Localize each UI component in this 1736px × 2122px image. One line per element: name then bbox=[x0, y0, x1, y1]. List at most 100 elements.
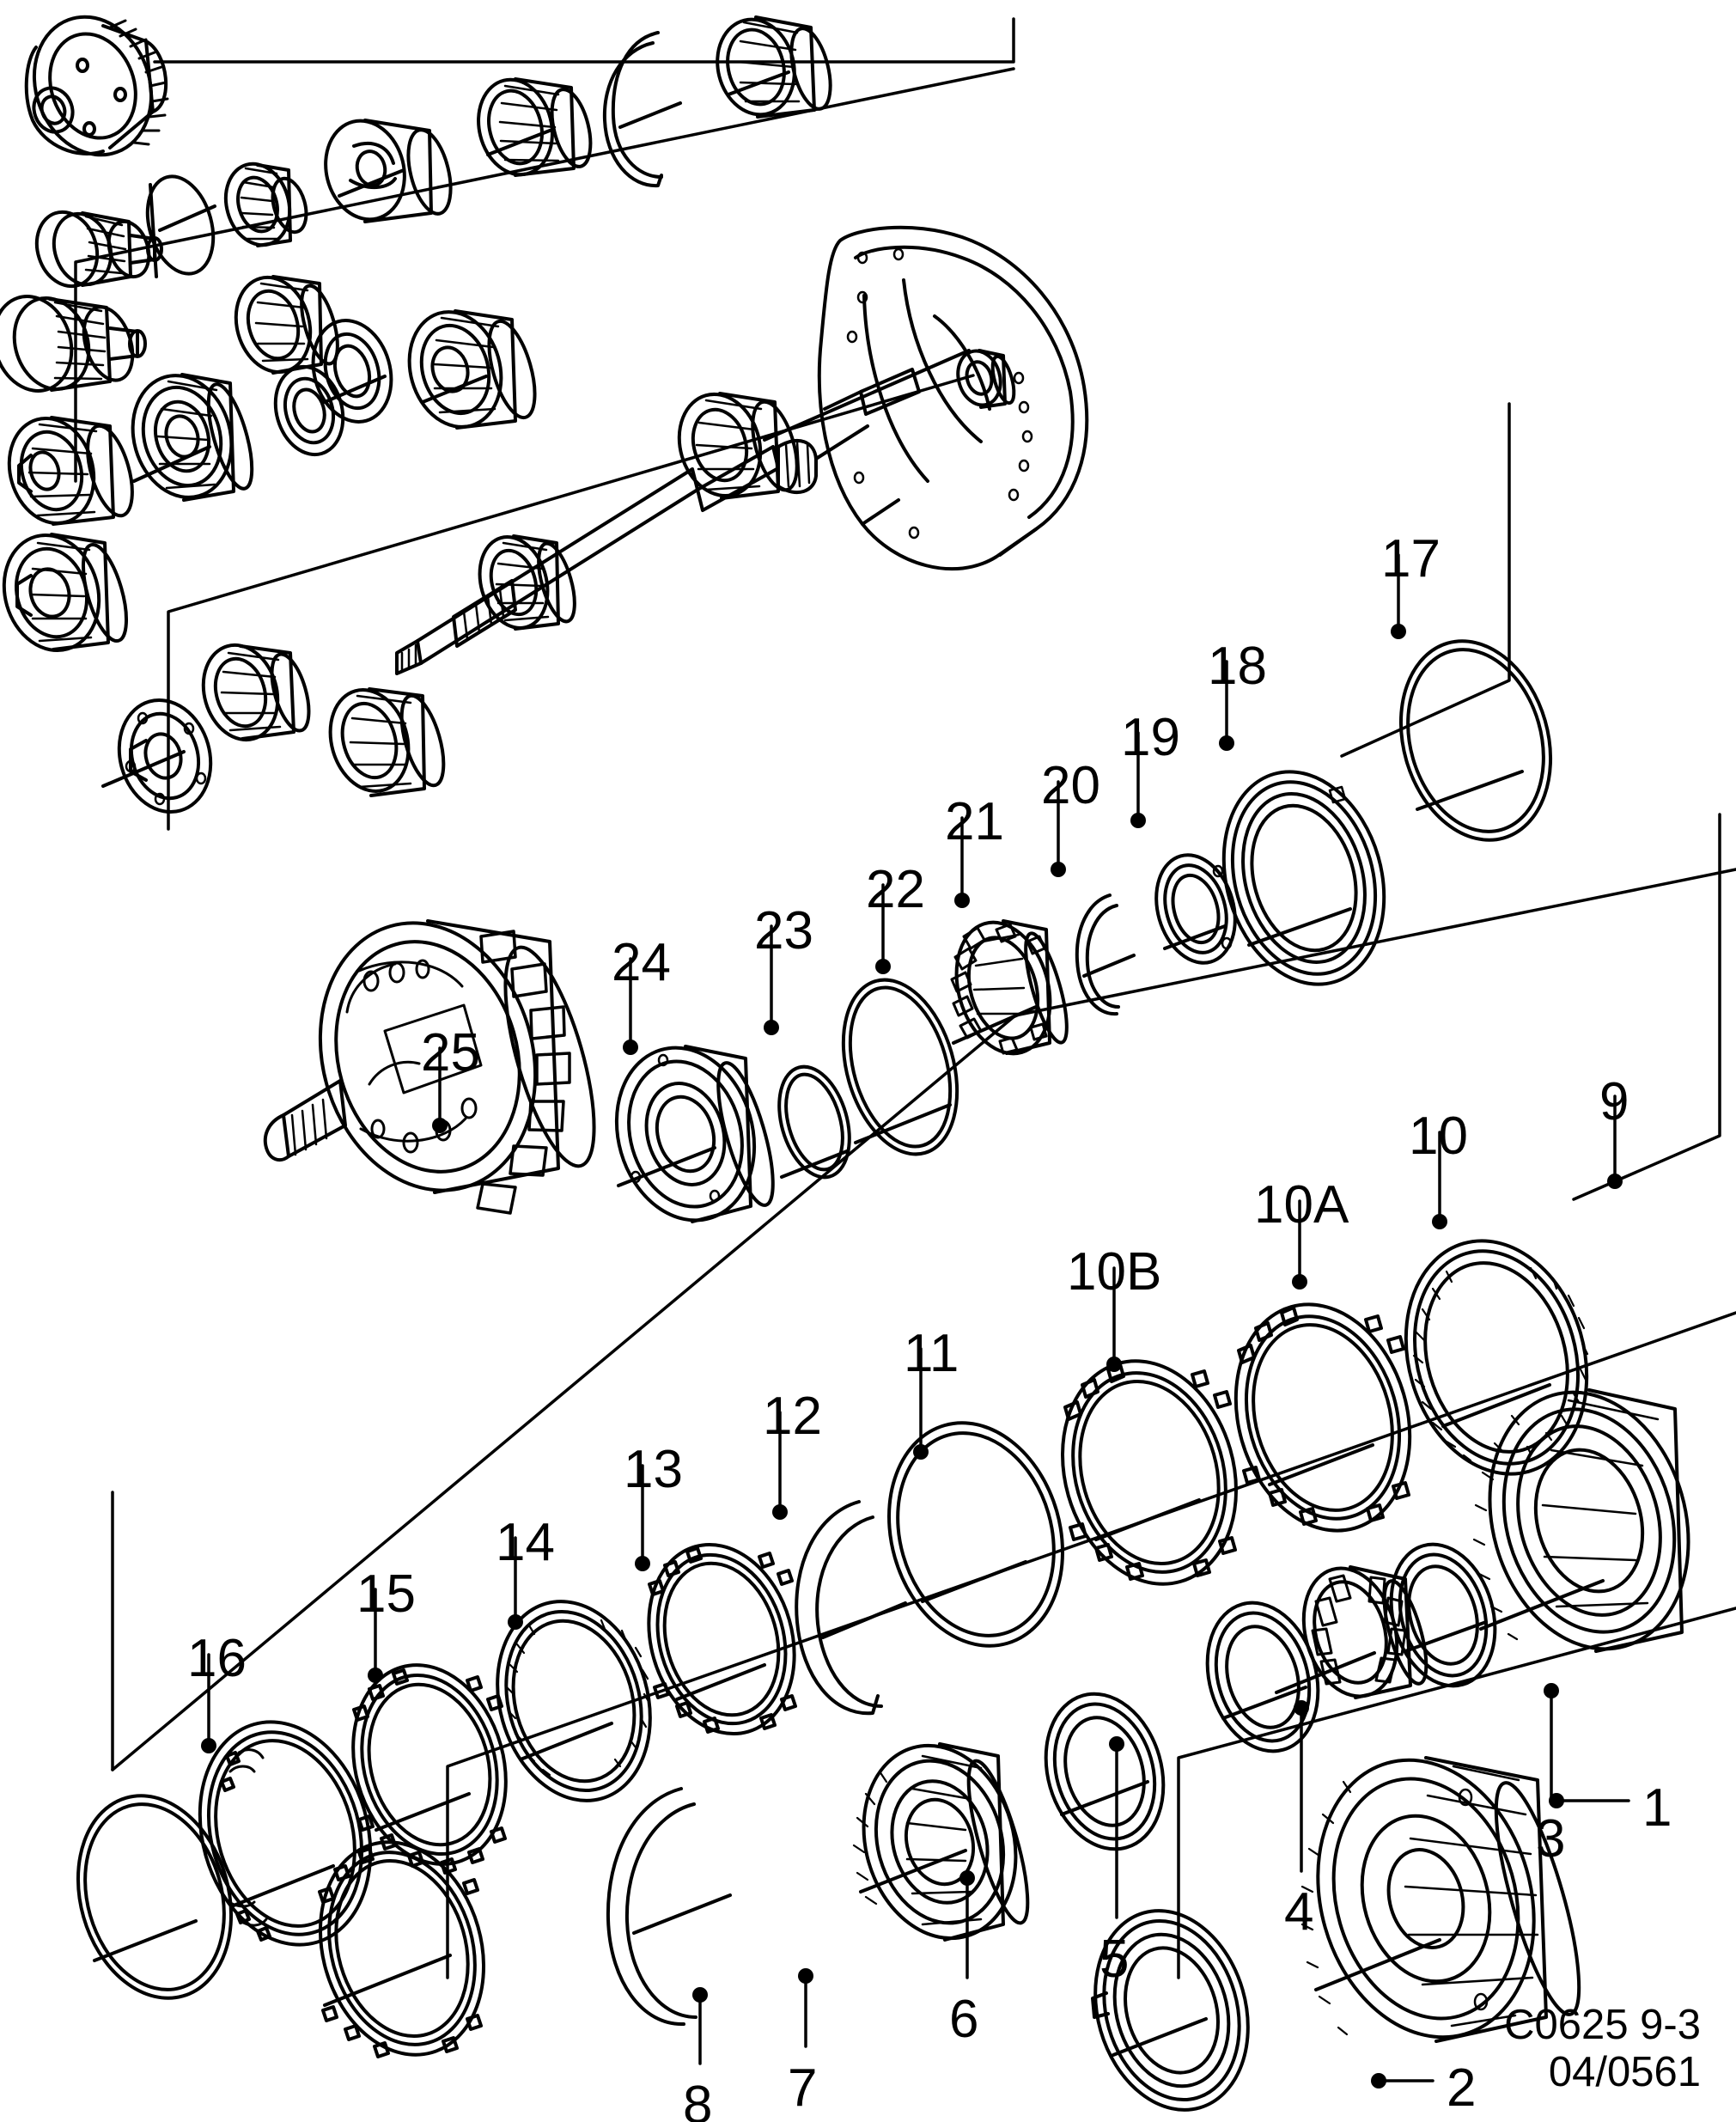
part-ribbed-drum-shaft bbox=[677, 392, 799, 500]
leader-dot-12 bbox=[772, 1504, 788, 1520]
part-24-pump-cover bbox=[614, 1045, 775, 1223]
leader-dot-23 bbox=[764, 1020, 779, 1035]
part-row3-discs bbox=[273, 364, 345, 457]
part-5-thrust-washer bbox=[1044, 1692, 1166, 1851]
part-row2-gears bbox=[234, 275, 537, 430]
callout-1: 1 bbox=[1642, 1778, 1672, 1838]
leader-dot-10 bbox=[1432, 1214, 1447, 1229]
leader-dot-19 bbox=[1130, 813, 1146, 828]
part-10-friction-plate bbox=[1233, 1302, 1412, 1533]
leader-dot-9 bbox=[1607, 1174, 1623, 1189]
part-clutch-housing-25 bbox=[263, 919, 596, 1215]
part-2-thrust-washer bbox=[1091, 1909, 1250, 2112]
callout-2: 2 bbox=[1447, 2058, 1477, 2118]
part-ring-gear-top-right bbox=[716, 15, 832, 119]
diagram-caption: C0625 9-3 04/0561 bbox=[1340, 2002, 1701, 2096]
callout-3: 3 bbox=[1536, 1809, 1566, 1869]
part-splined-hub-top bbox=[223, 162, 308, 247]
part-carrier-with-pins bbox=[101, 698, 213, 814]
part-10B-steel-ring bbox=[887, 1421, 1064, 1648]
part-1-ring-gear bbox=[1300, 1756, 1581, 2043]
callout-24: 24 bbox=[612, 933, 671, 992]
leader-dot-15 bbox=[368, 1668, 383, 1683]
leader-dot-2 bbox=[1371, 2073, 1386, 2088]
leader-dot-20 bbox=[1051, 862, 1066, 877]
leader-dot-4 bbox=[1294, 1700, 1309, 1716]
leader-dot-24 bbox=[623, 1040, 638, 1055]
part-6-sun-gear bbox=[852, 1742, 1030, 1942]
callout-16: 16 bbox=[187, 1629, 247, 1688]
part-transmission-case bbox=[763, 225, 1089, 571]
part-19-seal bbox=[1154, 853, 1237, 965]
leader-dot-25 bbox=[432, 1118, 448, 1133]
part-snap-ring-top bbox=[602, 31, 682, 188]
callout-4: 4 bbox=[1284, 1882, 1314, 1942]
part-thrust-washer-top bbox=[145, 174, 216, 278]
callout-19: 19 bbox=[1121, 708, 1180, 767]
callout-9: 9 bbox=[1599, 1072, 1629, 1131]
part-20-snap-ring bbox=[1075, 893, 1136, 1016]
callout-25: 25 bbox=[421, 1023, 480, 1082]
part-12-friction-plate bbox=[647, 1542, 797, 1736]
part-3-ring-gear bbox=[1472, 1388, 1690, 1653]
part-4-bearing-and-race bbox=[1205, 1542, 1497, 1753]
leader-dot-22 bbox=[875, 959, 891, 974]
callout-7: 7 bbox=[788, 2058, 818, 2118]
leader-dot-6 bbox=[959, 1870, 975, 1886]
part-18-seal-assembly bbox=[1221, 770, 1386, 986]
part-17-o-ring bbox=[1398, 639, 1553, 842]
callout-10B: 10B bbox=[1067, 1242, 1162, 1302]
part-planet-set-lower bbox=[201, 643, 311, 742]
callout-12: 12 bbox=[763, 1387, 822, 1446]
part-output-shaft bbox=[395, 424, 869, 675]
leader-dot-21 bbox=[954, 893, 970, 908]
callout-18: 18 bbox=[1208, 637, 1267, 696]
callout-8: 8 bbox=[683, 2076, 713, 2122]
part-15-support-ring bbox=[198, 1720, 373, 1947]
callout-23: 23 bbox=[754, 901, 813, 960]
leader-dot-14 bbox=[508, 1614, 523, 1630]
caption-line-1: C0625 9-3 bbox=[1504, 2002, 1701, 2048]
part-10A-friction-plate bbox=[1061, 1359, 1238, 1586]
part-clutch-pack-left bbox=[131, 373, 254, 502]
leader-dot-13 bbox=[635, 1556, 650, 1571]
part-8-friction-plate bbox=[318, 1840, 486, 2058]
part-helical-ring-top bbox=[477, 77, 593, 177]
part-11-snap-ring bbox=[795, 1500, 907, 1716]
leader-dot-3 bbox=[1544, 1683, 1559, 1698]
part-planet-carrier-left bbox=[7, 416, 134, 526]
leader-dot-5 bbox=[1109, 1736, 1124, 1752]
caption-line-2: 04/0561 bbox=[1548, 2048, 1701, 2095]
callout-10: 10 bbox=[1409, 1107, 1468, 1166]
leader-dot-11 bbox=[913, 1444, 929, 1460]
part-13-steel-plate bbox=[496, 1600, 652, 1802]
part-intermediate-shaft bbox=[328, 534, 576, 797]
leader-dot-18 bbox=[1219, 735, 1234, 751]
leader-dot-17 bbox=[1391, 624, 1406, 639]
part-21-splined-hub bbox=[950, 919, 1069, 1056]
callout-15: 15 bbox=[356, 1564, 416, 1624]
callout-6: 6 bbox=[949, 1990, 979, 2049]
leader-dot-10A bbox=[1292, 1274, 1307, 1290]
part-16-o-ring bbox=[76, 1794, 234, 2000]
leader-dot-1 bbox=[1549, 1793, 1564, 1808]
callout-11: 11 bbox=[904, 1324, 959, 1383]
callout-21: 21 bbox=[945, 792, 1004, 851]
leader-dot-16 bbox=[201, 1738, 216, 1753]
leader-dot-7 bbox=[798, 1968, 813, 1984]
callout-10A: 10A bbox=[1254, 1175, 1349, 1235]
part-14-friction-plate bbox=[351, 1663, 508, 1868]
leader-dot-8 bbox=[692, 1987, 708, 2003]
part-clutch-drum-top bbox=[324, 119, 453, 223]
leader-dot-10B bbox=[1106, 1357, 1122, 1372]
part-roller-bearing bbox=[1275, 1565, 1428, 1699]
callout-20: 20 bbox=[1041, 756, 1100, 815]
part-input-shaft-gear-cluster bbox=[0, 210, 163, 393]
part-differential-assembly bbox=[24, 15, 169, 157]
callout-17: 17 bbox=[1381, 529, 1441, 588]
part-22-seal-ring bbox=[841, 978, 959, 1156]
callout-22: 22 bbox=[866, 860, 925, 919]
part-7-snap-ring bbox=[606, 1787, 732, 2027]
